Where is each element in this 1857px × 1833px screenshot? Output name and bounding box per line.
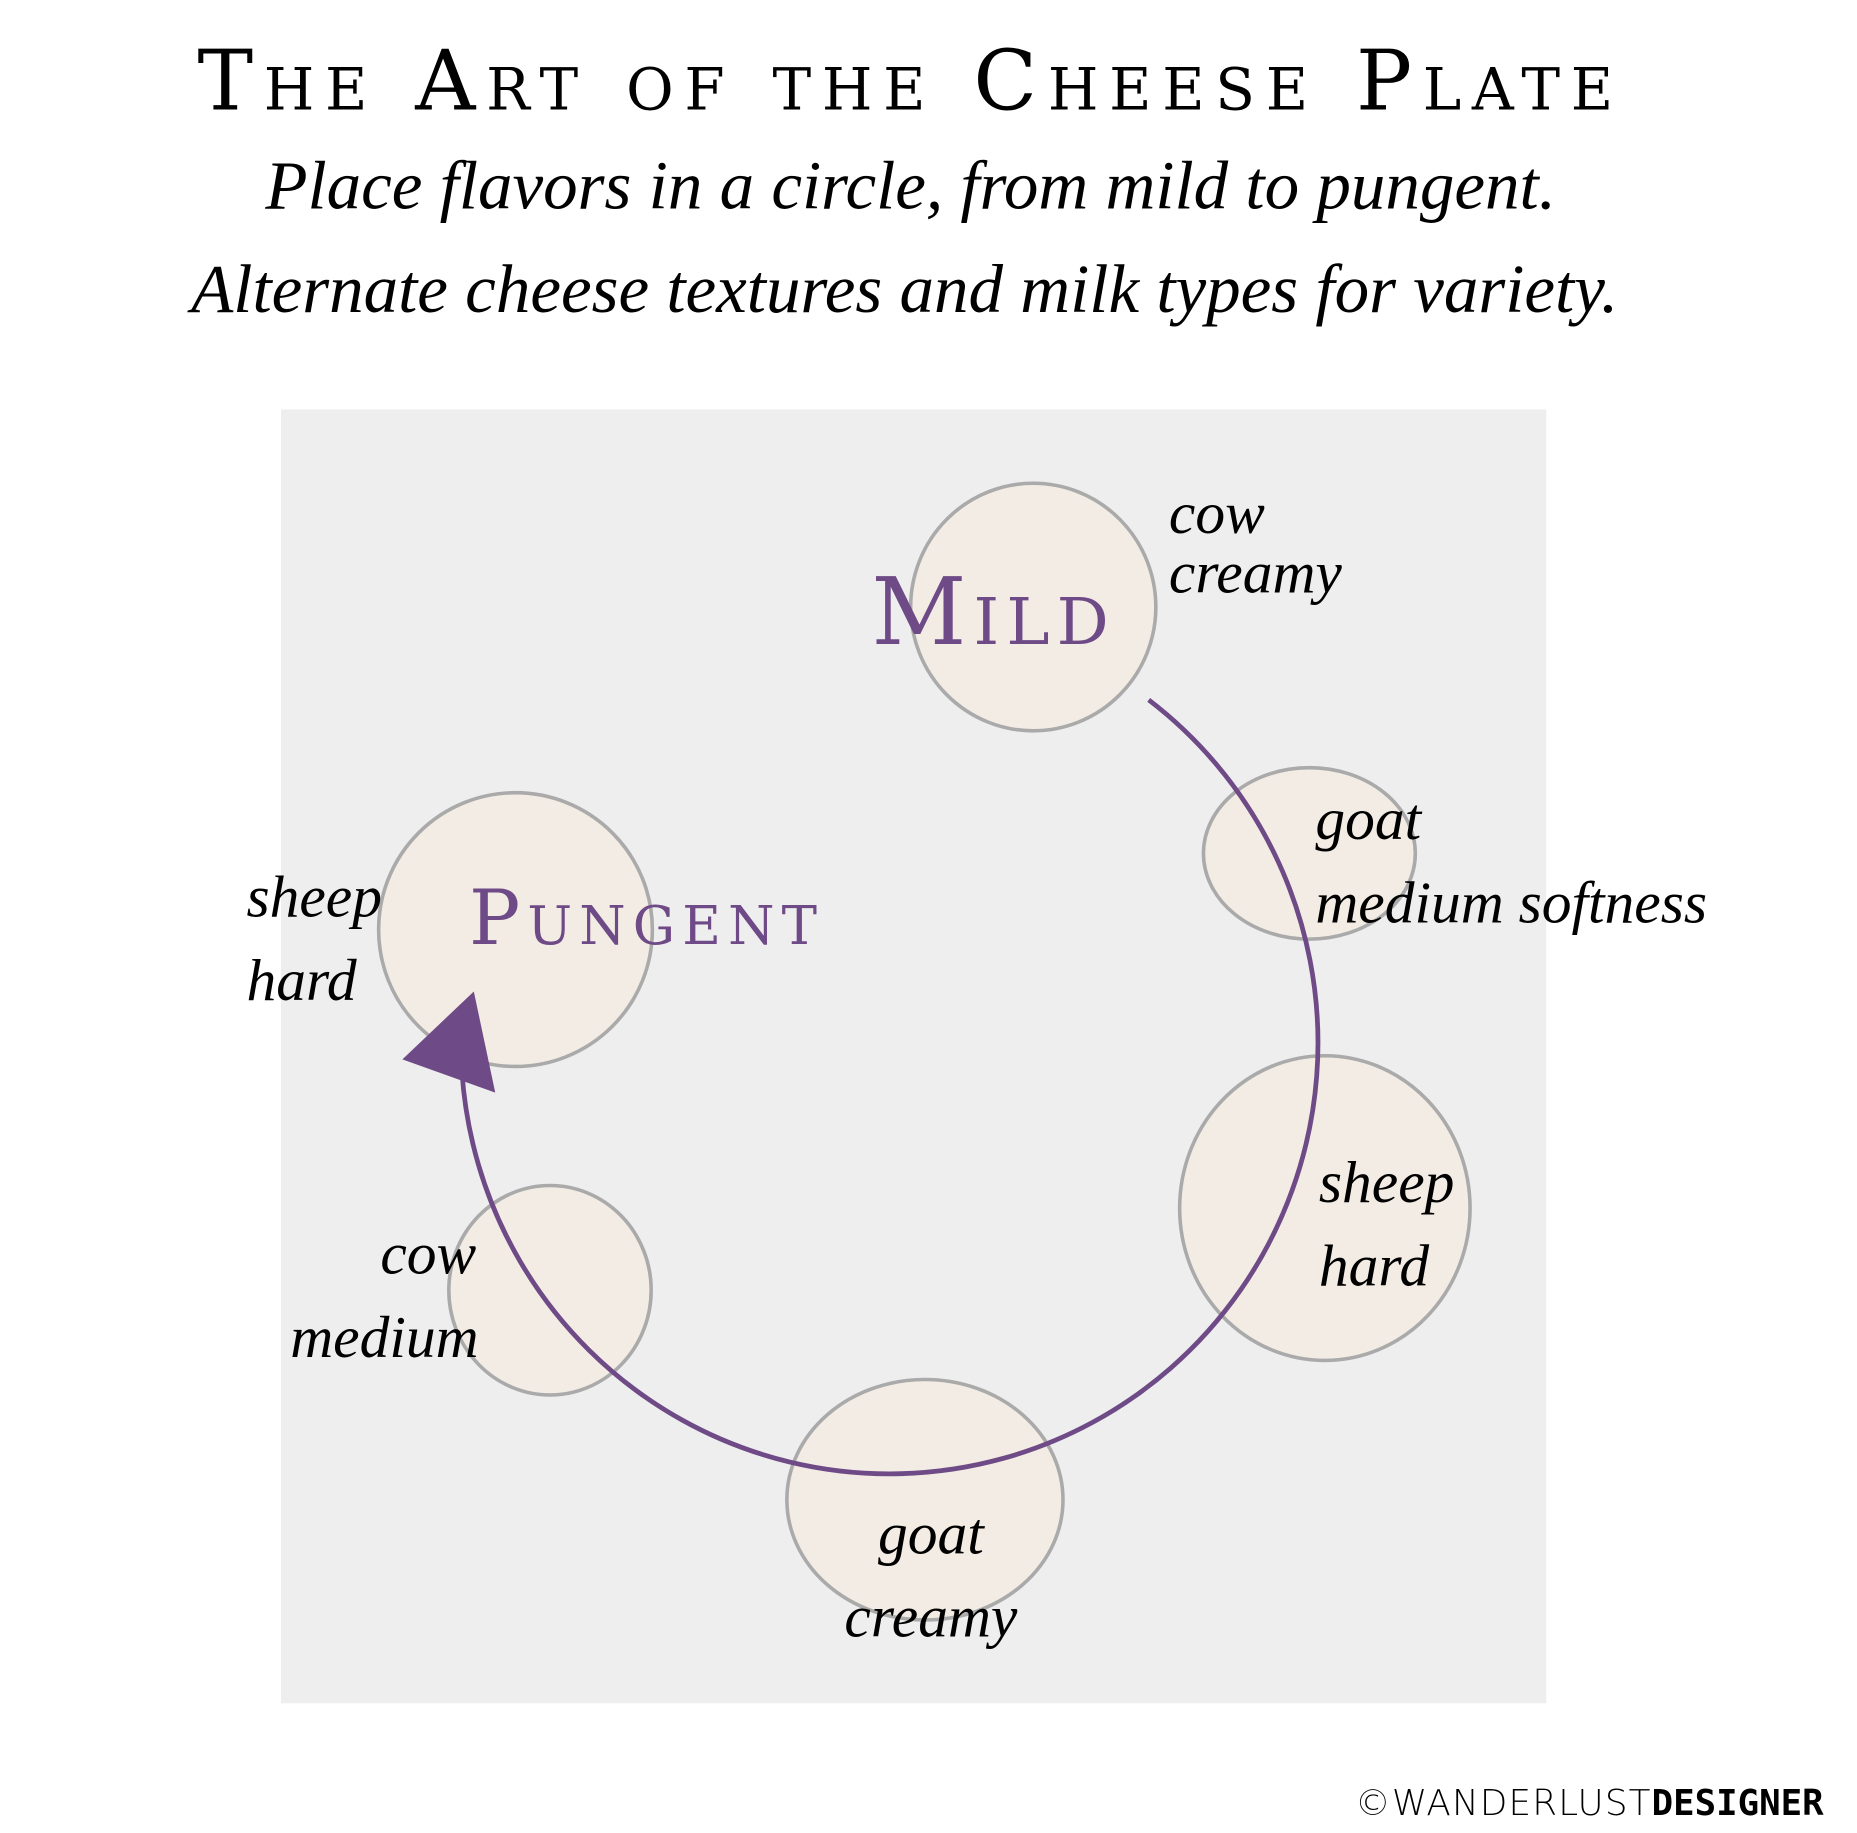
credit-prefix: ©WANDERLUST	[1355, 1783, 1652, 1824]
cheese-3-texture: hard	[1319, 1232, 1429, 1298]
cheese-5-texture: medium	[290, 1304, 478, 1370]
cheese-1-milk: cow	[1169, 480, 1265, 546]
subtitle-line-1: Place flavors in a circle, from mild to …	[264, 146, 1556, 223]
cheese-circle-mild	[908, 481, 1158, 733]
flavor-arrow-arc	[459, 697, 1321, 1477]
cheese-4-milk: goat	[878, 1500, 985, 1566]
arrow-head-icon	[402, 991, 496, 1093]
cheese-2-milk: goat	[1315, 786, 1422, 852]
cheese-1-texture: creamy	[1169, 540, 1342, 606]
cheese-circle-4	[785, 1377, 1065, 1622]
cheese-5-milk: cow	[380, 1221, 476, 1287]
page-title: The Art of the Cheese Plate	[197, 33, 1623, 130]
cheese-circle-pungent	[376, 790, 655, 1069]
cheese-6-milk: sheep	[246, 863, 381, 929]
credit-logo: ©WANDERLUSTDESIGNER	[1355, 1783, 1824, 1824]
pungent-label: Pungent	[469, 873, 824, 962]
cheese-circle-2	[1201, 765, 1418, 941]
credit-suffix: DESIGNER	[1652, 1783, 1824, 1824]
cheese-6-texture: hard	[246, 947, 356, 1013]
cheese-3-milk: sheep	[1319, 1149, 1454, 1215]
cheese-circle-5	[447, 1183, 653, 1397]
cheese-2-texture: medium softness	[1315, 869, 1707, 935]
mild-label: Mild	[871, 558, 1116, 666]
cheese-4-texture: creamy	[844, 1584, 1017, 1650]
cheese-circle-3	[1177, 1053, 1472, 1363]
subtitle-line-2: Alternate cheese textures and milk types…	[187, 250, 1618, 327]
